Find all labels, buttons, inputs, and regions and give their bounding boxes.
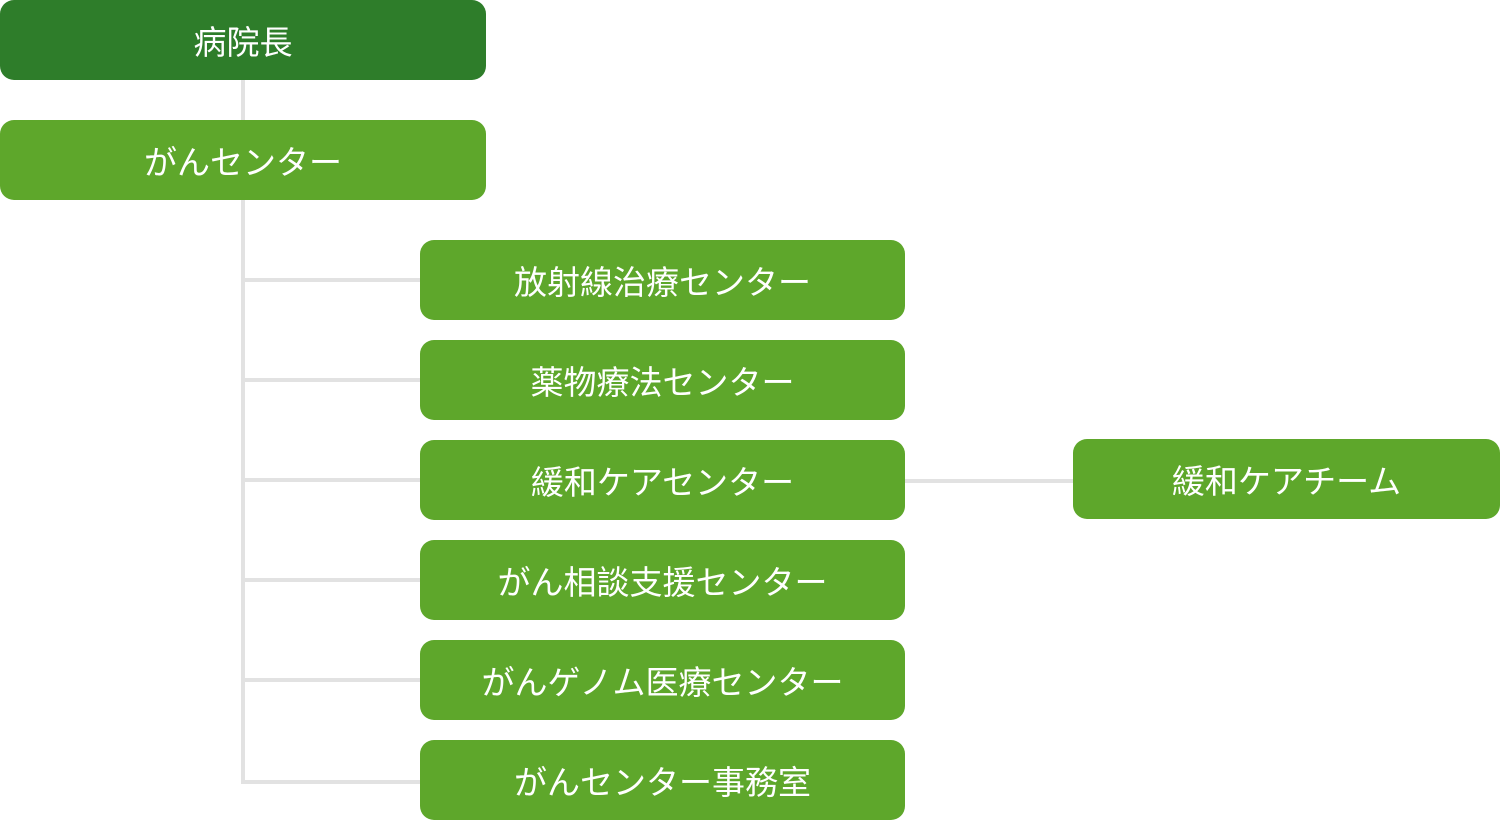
connector-palliative-to-team bbox=[905, 479, 1073, 483]
genome-medicine-center-label: がんゲノム医療センター bbox=[481, 663, 844, 702]
consultation-support-center-label: がん相談支援センター bbox=[497, 563, 828, 602]
cancer-center-label: がんセンター bbox=[144, 143, 342, 182]
radiotherapy-center-label: 放射線治療センター bbox=[514, 263, 811, 302]
connector-branch-radiotherapy bbox=[241, 278, 421, 282]
connector-branch-chemotherapy bbox=[241, 378, 421, 382]
hospital-director-box: 病院長 bbox=[0, 0, 486, 80]
connector-head-to-center bbox=[241, 80, 245, 120]
connector-branch-consultation bbox=[241, 578, 421, 582]
cancer-center-office-box: がんセンター事務室 bbox=[420, 740, 905, 820]
genome-medicine-center-box: がんゲノム医療センター bbox=[420, 640, 905, 720]
connector-branch-office bbox=[241, 780, 421, 784]
palliative-care-center-label: 緩和ケアセンター bbox=[530, 463, 795, 502]
radiotherapy-center-box: 放射線治療センター bbox=[420, 240, 905, 320]
palliative-care-team-label: 緩和ケアチーム bbox=[1171, 462, 1402, 501]
consultation-support-center-box: がん相談支援センター bbox=[420, 540, 905, 620]
palliative-care-team-box: 緩和ケアチーム bbox=[1073, 439, 1500, 519]
chemotherapy-center-label: 薬物療法センター bbox=[530, 363, 795, 402]
chemotherapy-center-box: 薬物療法センター bbox=[420, 340, 905, 420]
palliative-care-center-box: 緩和ケアセンター bbox=[420, 440, 905, 520]
hospital-director-label: 病院長 bbox=[193, 23, 293, 62]
cancer-center-box: がんセンター bbox=[0, 120, 486, 200]
connector-branch-genome bbox=[241, 678, 421, 682]
cancer-center-office-label: がんセンター事務室 bbox=[514, 763, 811, 802]
connector-trunk bbox=[241, 200, 245, 784]
connector-branch-palliative-center bbox=[241, 478, 421, 482]
